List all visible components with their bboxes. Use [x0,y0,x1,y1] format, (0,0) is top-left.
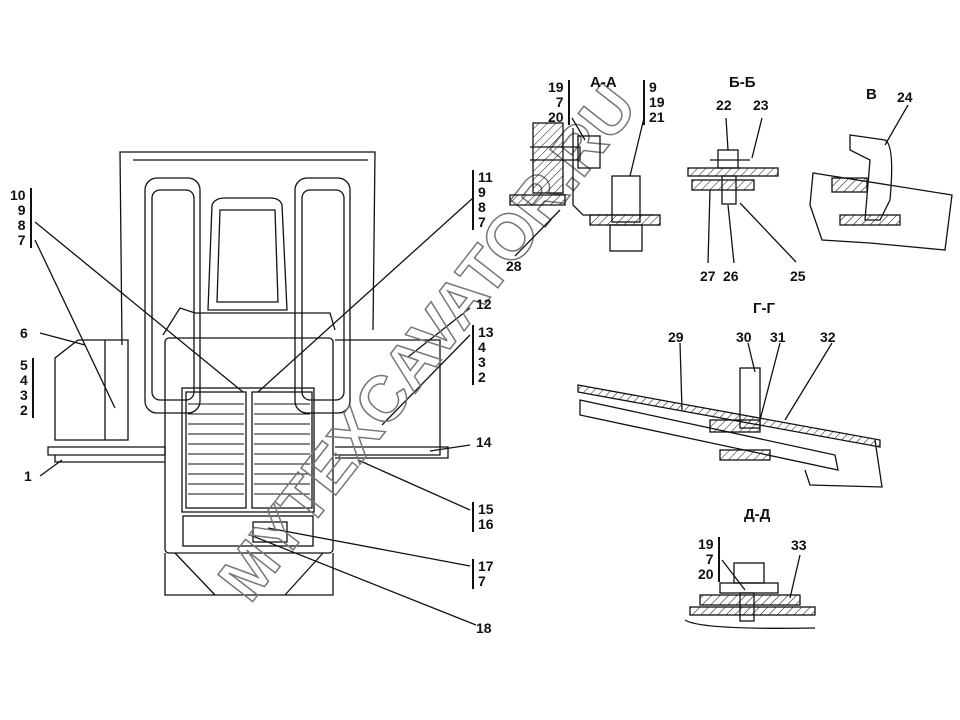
section-dd-title: Д-Д [744,506,771,523]
view-v-title: В [866,86,877,103]
callout-group-15-16: 15 16 [472,502,494,532]
callout: 21 [649,109,665,125]
callout: 4 [20,372,28,388]
section-aa-title: А-А [590,74,617,91]
callout: 3 [478,354,486,370]
section-dd-drawing [684,554,816,629]
callout-group-13-4-3-2: 13 4 3 2 [472,325,494,385]
callout-group-11-9-8-7: 11 9 8 7 [472,170,493,230]
callout-18: 18 [476,620,492,636]
callout: 10 [10,187,26,203]
callout-22: 22 [716,97,732,113]
callout: 9 [17,202,26,218]
section-aa-drawing [509,117,661,257]
callout: 2 [478,369,486,385]
callout: 19 [548,79,564,95]
callout-27: 27 [700,268,716,284]
callout-group-10-9-8-7: 10 9 8 7 [10,188,32,248]
callout-29: 29 [668,329,684,345]
callout: 8 [17,217,26,233]
callout: 19 [698,536,714,552]
callout-group-19-7-20: 19 7 20 [698,537,720,582]
callout: 8 [478,199,486,215]
callout-30: 30 [736,329,752,345]
callout: 20 [548,109,564,125]
callout-6: 6 [20,325,28,341]
callout: 7 [17,232,26,248]
callout: 7 [478,214,486,230]
callout: 15 [478,501,494,517]
watermark-text: MYTEXCAVATOR.RU [204,71,650,613]
callout-14: 14 [476,434,492,450]
callout-24: 24 [897,89,913,105]
callout: 11 [478,169,493,185]
callout: 5 [20,357,28,373]
callout-25: 25 [790,268,806,284]
callout: 7 [478,573,486,589]
section-gg-title: Г-Г [753,300,776,317]
callout-12: 12 [476,296,492,312]
callout-group-19-7-20: 19 7 20 [548,80,570,125]
callout-26: 26 [723,268,739,284]
section-bb-title: Б-Б [729,74,756,91]
callout: 7 [705,551,714,567]
callout: 13 [478,324,494,340]
callout-31: 31 [770,329,786,345]
callout-group-5-4-3-2: 5 4 3 2 [20,358,34,418]
view-v-drawing [809,104,953,251]
callout: 7 [555,94,564,110]
callout: 9 [478,184,486,200]
callout-group-9-19-21: 9 19 21 [643,80,665,125]
callout-23: 23 [753,97,769,113]
callout: 20 [698,566,714,582]
callout: 9 [649,79,657,95]
callout: 16 [478,516,494,532]
callout-32: 32 [820,329,836,345]
callout-group-17-7: 17 7 [472,559,494,589]
callout-28: 28 [506,258,522,274]
callout: 19 [649,94,665,110]
section-bb-drawing [687,117,797,264]
callout: 17 [478,558,494,574]
callout: 3 [20,387,28,403]
callout-33: 33 [791,537,807,553]
callout-1: 1 [24,468,32,484]
section-gg-drawing [577,342,883,488]
callout: 4 [478,339,486,355]
callout: 2 [20,402,28,418]
